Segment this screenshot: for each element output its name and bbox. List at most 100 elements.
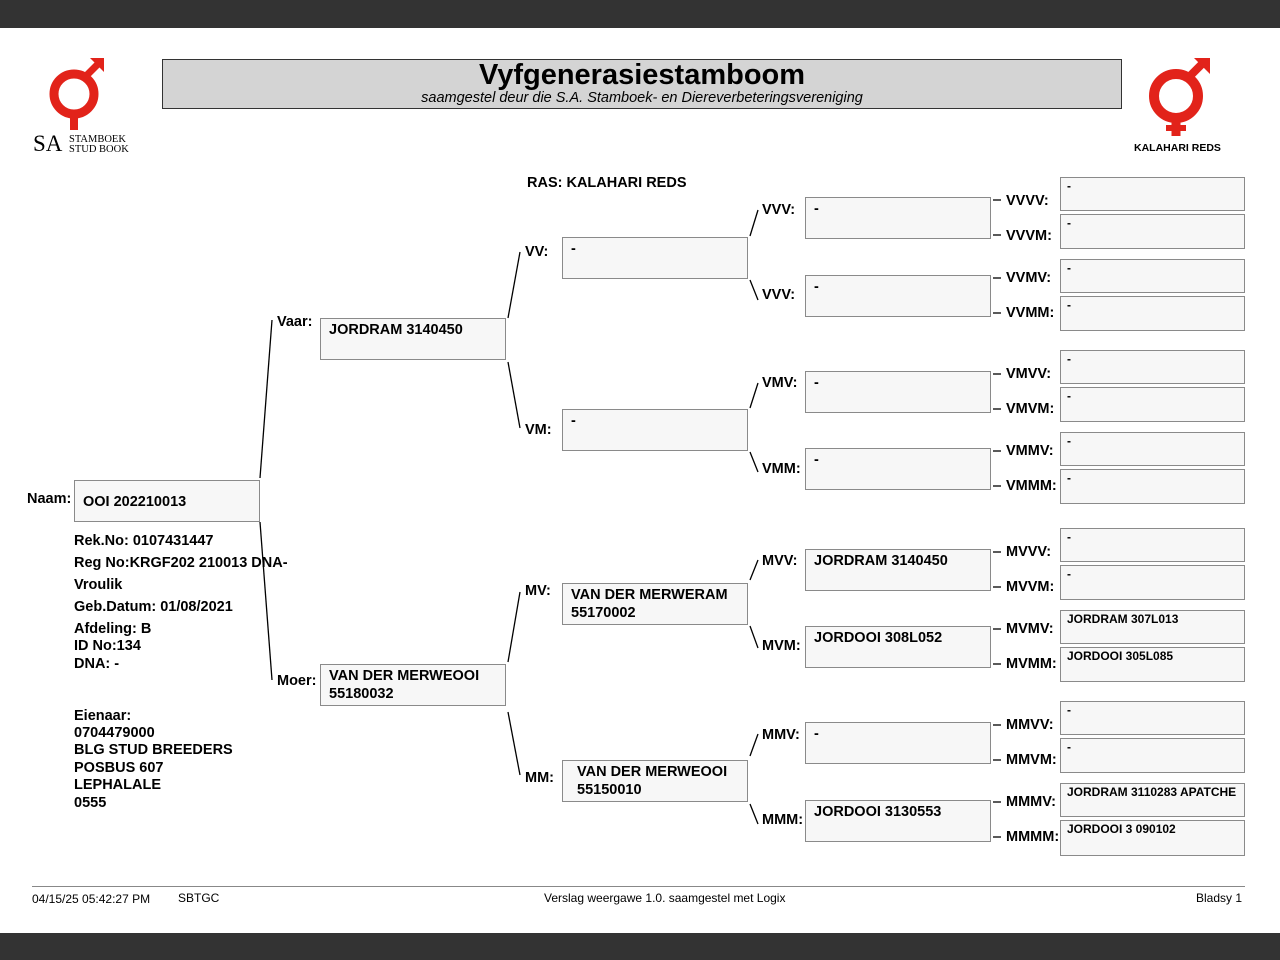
mmvm-label: MMVM: [1006, 752, 1057, 768]
vmmm-box: - [1060, 469, 1245, 504]
mmmm-label: MMMM: [1006, 829, 1060, 845]
mvmv-label: MVMV: [1006, 621, 1054, 637]
vv-label: VV: [525, 244, 549, 260]
mvmm-label: MVMM: [1006, 656, 1057, 672]
vmvv-box: - [1060, 350, 1245, 384]
footer-report: Verslag weergawe 1.0. saamgestel met Log… [544, 891, 786, 905]
vmvm-box: - [1060, 387, 1245, 422]
vvvm-box: - [1060, 214, 1245, 249]
mmv-label: MMV: [762, 727, 800, 743]
vaar-box: JORDRAM 3140450 [320, 318, 506, 360]
mmvv-box: - [1060, 701, 1245, 735]
owner-address-2: LEPHALALE [74, 777, 161, 793]
vv-line1: - [571, 241, 576, 257]
vvv1-label: VVV: [762, 202, 796, 218]
page-subtitle: saamgestel deur die S.A. Stamboek- en Di… [421, 90, 863, 106]
mmv-value: - [814, 726, 819, 742]
mmvv-label: MMVV: [1006, 717, 1054, 733]
owner-name: BLG STUD BREEDERS [74, 742, 233, 758]
mmmv-value: JORDRAM 3110283 APATCHE [1067, 785, 1237, 799]
vmm-value: - [814, 452, 819, 468]
mmm-box: JORDOOI 3130553 [805, 800, 991, 842]
moer-label: Moer: [277, 673, 317, 689]
mmmm-value: JORDOOI 3 090102 [1067, 822, 1176, 836]
vmv-label: VMV: [762, 375, 798, 391]
mmvm-value: - [1067, 740, 1071, 754]
mvmm-value: JORDOOI 305L085 [1067, 649, 1174, 663]
mmmv-box: JORDRAM 3110283 APATCHE [1060, 783, 1245, 817]
vvv1-value: - [814, 201, 819, 217]
viewer-bottom-bar [0, 933, 1280, 960]
mvmv-value: JORDRAM 307L013 [1067, 612, 1179, 626]
sa-stamboek-logo-icon [49, 58, 104, 130]
vmmm-value: - [1067, 471, 1071, 485]
vmv-box: - [805, 371, 991, 413]
vvv1-box: - [805, 197, 991, 239]
vmmv-label: VMMV: [1006, 443, 1054, 459]
mvvv-box: - [1060, 528, 1245, 562]
vvvm-value: - [1067, 216, 1071, 230]
mmm-label: MMM: [762, 812, 804, 828]
vvmm-box: - [1060, 296, 1245, 331]
mvm-label: MVM: [762, 638, 801, 654]
vvmv-box: - [1060, 259, 1245, 293]
vmvv-value: - [1067, 352, 1071, 366]
subject-animal-name: OOI 202210013 [83, 494, 187, 510]
page-title: Vyfgenerasiestamboom [478, 59, 806, 91]
mvvv-label: MVVV: [1006, 544, 1052, 560]
mvv-value: JORDRAM 3140450 [814, 553, 948, 569]
vmmm-label: VMMM: [1006, 478, 1057, 494]
vvmm-value: - [1067, 298, 1071, 312]
mvm-box: JORDOOI 308L052 [805, 626, 991, 668]
mvvm-label: MVVM: [1006, 579, 1055, 595]
moer-line2: 55180032 [329, 686, 394, 702]
viewer-top-bar [0, 0, 1280, 28]
vmvm-label: VMVM: [1006, 401, 1055, 417]
mmmm-box: JORDOOI 3 090102 [1060, 820, 1245, 856]
vv-box: - [562, 237, 748, 279]
owner-label: Eienaar: [74, 708, 132, 724]
title-banner: Vyfgenerasiestamboom saamgestel deur die… [162, 59, 1122, 109]
mvv-label: MVV: [762, 553, 798, 569]
owner-number: 0704479000 [74, 725, 155, 741]
mv-label: MV: [525, 583, 551, 599]
vmmv-value: - [1067, 434, 1071, 448]
mm-label: MM: [525, 770, 554, 786]
afdeling: Afdeling: B [74, 621, 152, 637]
dna: DNA: - [74, 656, 120, 672]
vmvm-value: - [1067, 389, 1071, 403]
vmm-label: VMM: [762, 461, 801, 477]
mv-line1: VAN DER MERWERAM [571, 587, 728, 603]
id-no: ID No:134 [74, 638, 141, 654]
footer-divider [32, 886, 1245, 887]
mm-line2: 55150010 [577, 782, 642, 798]
reg-no: Reg No:KRGF202 210013 DNA- [74, 555, 288, 571]
vvmv-value: - [1067, 261, 1071, 275]
moer-line1: VAN DER MERWEOOI [329, 668, 480, 684]
mvmm-box: JORDOOI 305L085 [1060, 647, 1245, 682]
sex: Vroulik [74, 577, 123, 593]
vvvv-value: - [1067, 179, 1071, 193]
logo-sa-text: SA [33, 131, 63, 156]
mmv-box: - [805, 722, 991, 764]
mmvm-box: - [1060, 738, 1245, 773]
footer-code: SBTGC [178, 891, 220, 905]
footer-datetime: 04/15/25 05:42:27 PM [32, 892, 151, 906]
owner-address-1: POSBUS 607 [74, 760, 164, 776]
vm-box: - [562, 409, 748, 451]
vvv2-label: VVV: [762, 287, 796, 303]
vvmm-label: VVMM: [1006, 305, 1055, 321]
subject-animal-box: OOI 202210013 [74, 480, 260, 522]
mmmv-label: MMMV: [1006, 794, 1056, 810]
birth-date: Geb.Datum: 01/08/2021 [74, 599, 233, 615]
kalahari-reds-logo-icon [1149, 58, 1210, 136]
vvmv-label: VVMV: [1006, 270, 1052, 286]
mv-line2: 55170002 [571, 605, 636, 621]
mvvv-value: - [1067, 530, 1071, 544]
kalahari-reds-logo-text: KALAHARI REDS [1134, 142, 1221, 154]
vmv-value: - [814, 375, 819, 391]
moer-box: VAN DER MERWEOOI 55180032 [320, 664, 506, 706]
mm-line1: VAN DER MERWEOOI [577, 764, 728, 780]
owner-postcode: 0555 [74, 795, 107, 811]
